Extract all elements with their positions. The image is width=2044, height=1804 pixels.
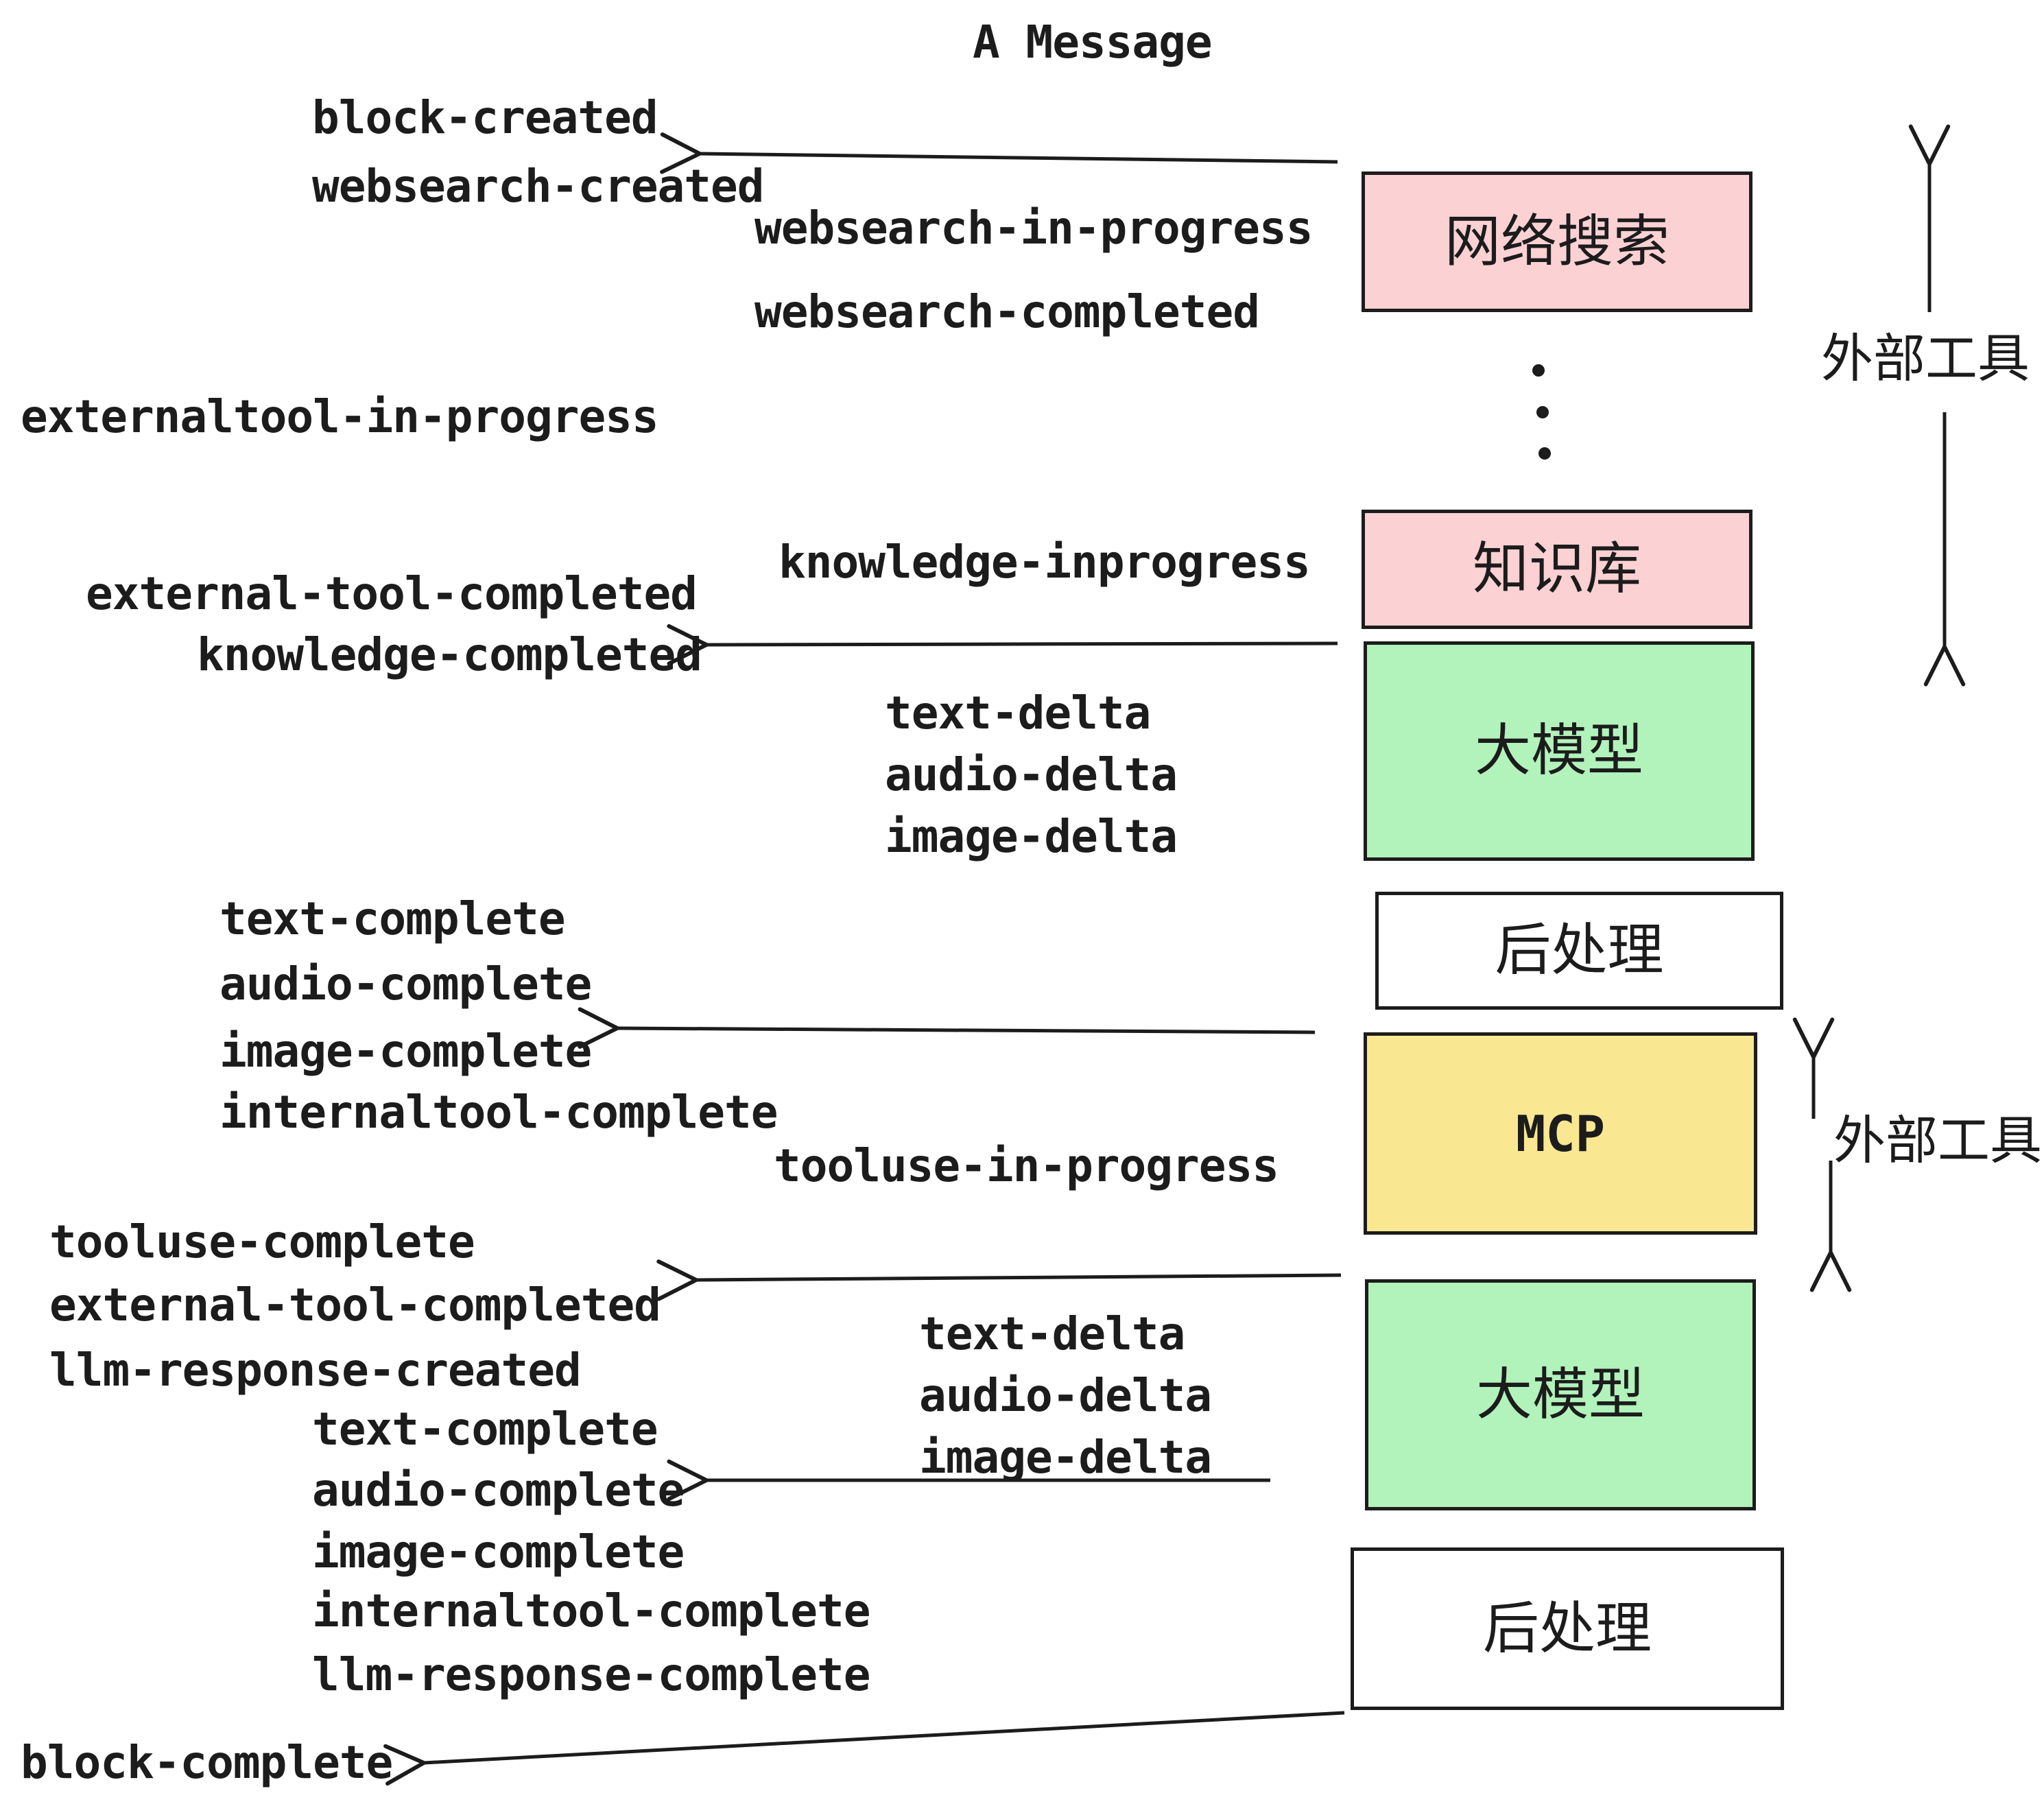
event-label: websearch-created: [312, 160, 765, 213]
ellipsis-dots-icon: [1532, 364, 1551, 460]
event-label: block-complete: [21, 1736, 393, 1789]
node-llm-2-label: 大模型: [1475, 1362, 1645, 1427]
external-tools-label-2: 外部工具: [1833, 1110, 2042, 1171]
event-label: image-delta: [885, 810, 1178, 863]
event-label: text-complete: [312, 1403, 658, 1456]
event-label: internaltool-complete: [219, 1086, 778, 1139]
event-label: audio-delta: [885, 748, 1178, 801]
node-postprocess-1: 后处理: [1375, 892, 1783, 1010]
arrow-external-tool-completed: [656, 1259, 1342, 1301]
event-label: image-complete: [312, 1526, 685, 1578]
node-llm-2: 大模型: [1365, 1279, 1756, 1510]
event-label: internaltool-complete: [312, 1585, 870, 1637]
node-websearch-label: 网络搜索: [1444, 209, 1669, 274]
arrow-block-complete: [383, 1711, 1345, 1786]
event-label: block-created: [312, 91, 658, 144]
event-label: tooluse-complete: [49, 1215, 475, 1268]
node-mcp: MCP: [1364, 1032, 1757, 1235]
event-label: knowledge-completed: [197, 628, 702, 681]
node-llm-1-label: 大模型: [1474, 718, 1643, 783]
event-label: external-tool-completed: [49, 1279, 661, 1331]
event-label: external-tool-completed: [86, 567, 698, 620]
event-label: text-complete: [219, 892, 566, 945]
external-tools-label-1: 外部工具: [1821, 328, 2030, 389]
event-label: text-delta: [885, 687, 1151, 739]
node-postprocess-2-label: 后处理: [1482, 1595, 1652, 1661]
diagram-title: A Message: [973, 16, 1213, 69]
event-label: audio-complete: [312, 1464, 685, 1517]
event-label: websearch-completed: [754, 285, 1260, 338]
event-label: tooluse-in-progress: [774, 1139, 1279, 1192]
event-label: llm-response-complete: [312, 1648, 870, 1701]
event-label: llm-response-created: [49, 1344, 582, 1397]
event-label: externaltool-in-progress: [21, 390, 659, 443]
event-label: audio-complete: [219, 958, 592, 1010]
node-postprocess-2: 后处理: [1351, 1547, 1784, 1710]
event-label: text-delta: [919, 1307, 1185, 1360]
node-knowledge-base-label: 知识库: [1472, 536, 1641, 602]
node-llm-1: 大模型: [1364, 641, 1755, 861]
event-label: image-delta: [919, 1431, 1212, 1484]
event-label: audio-delta: [919, 1369, 1212, 1422]
event-label: websearch-in-progress: [754, 202, 1313, 254]
event-label: knowledge-inprogress: [779, 536, 1311, 589]
node-websearch: 网络搜索: [1362, 171, 1752, 312]
node-mcp-label: MCP: [1515, 1104, 1606, 1163]
arrow-image-complete: [578, 1007, 1316, 1049]
node-postprocess-1-label: 后处理: [1495, 918, 1664, 983]
arrow-knowledge-completed: [667, 624, 1338, 666]
node-knowledge-base: 知识库: [1362, 510, 1752, 629]
arrow-block-created: [660, 132, 1338, 174]
event-label: image-complete: [219, 1025, 592, 1078]
